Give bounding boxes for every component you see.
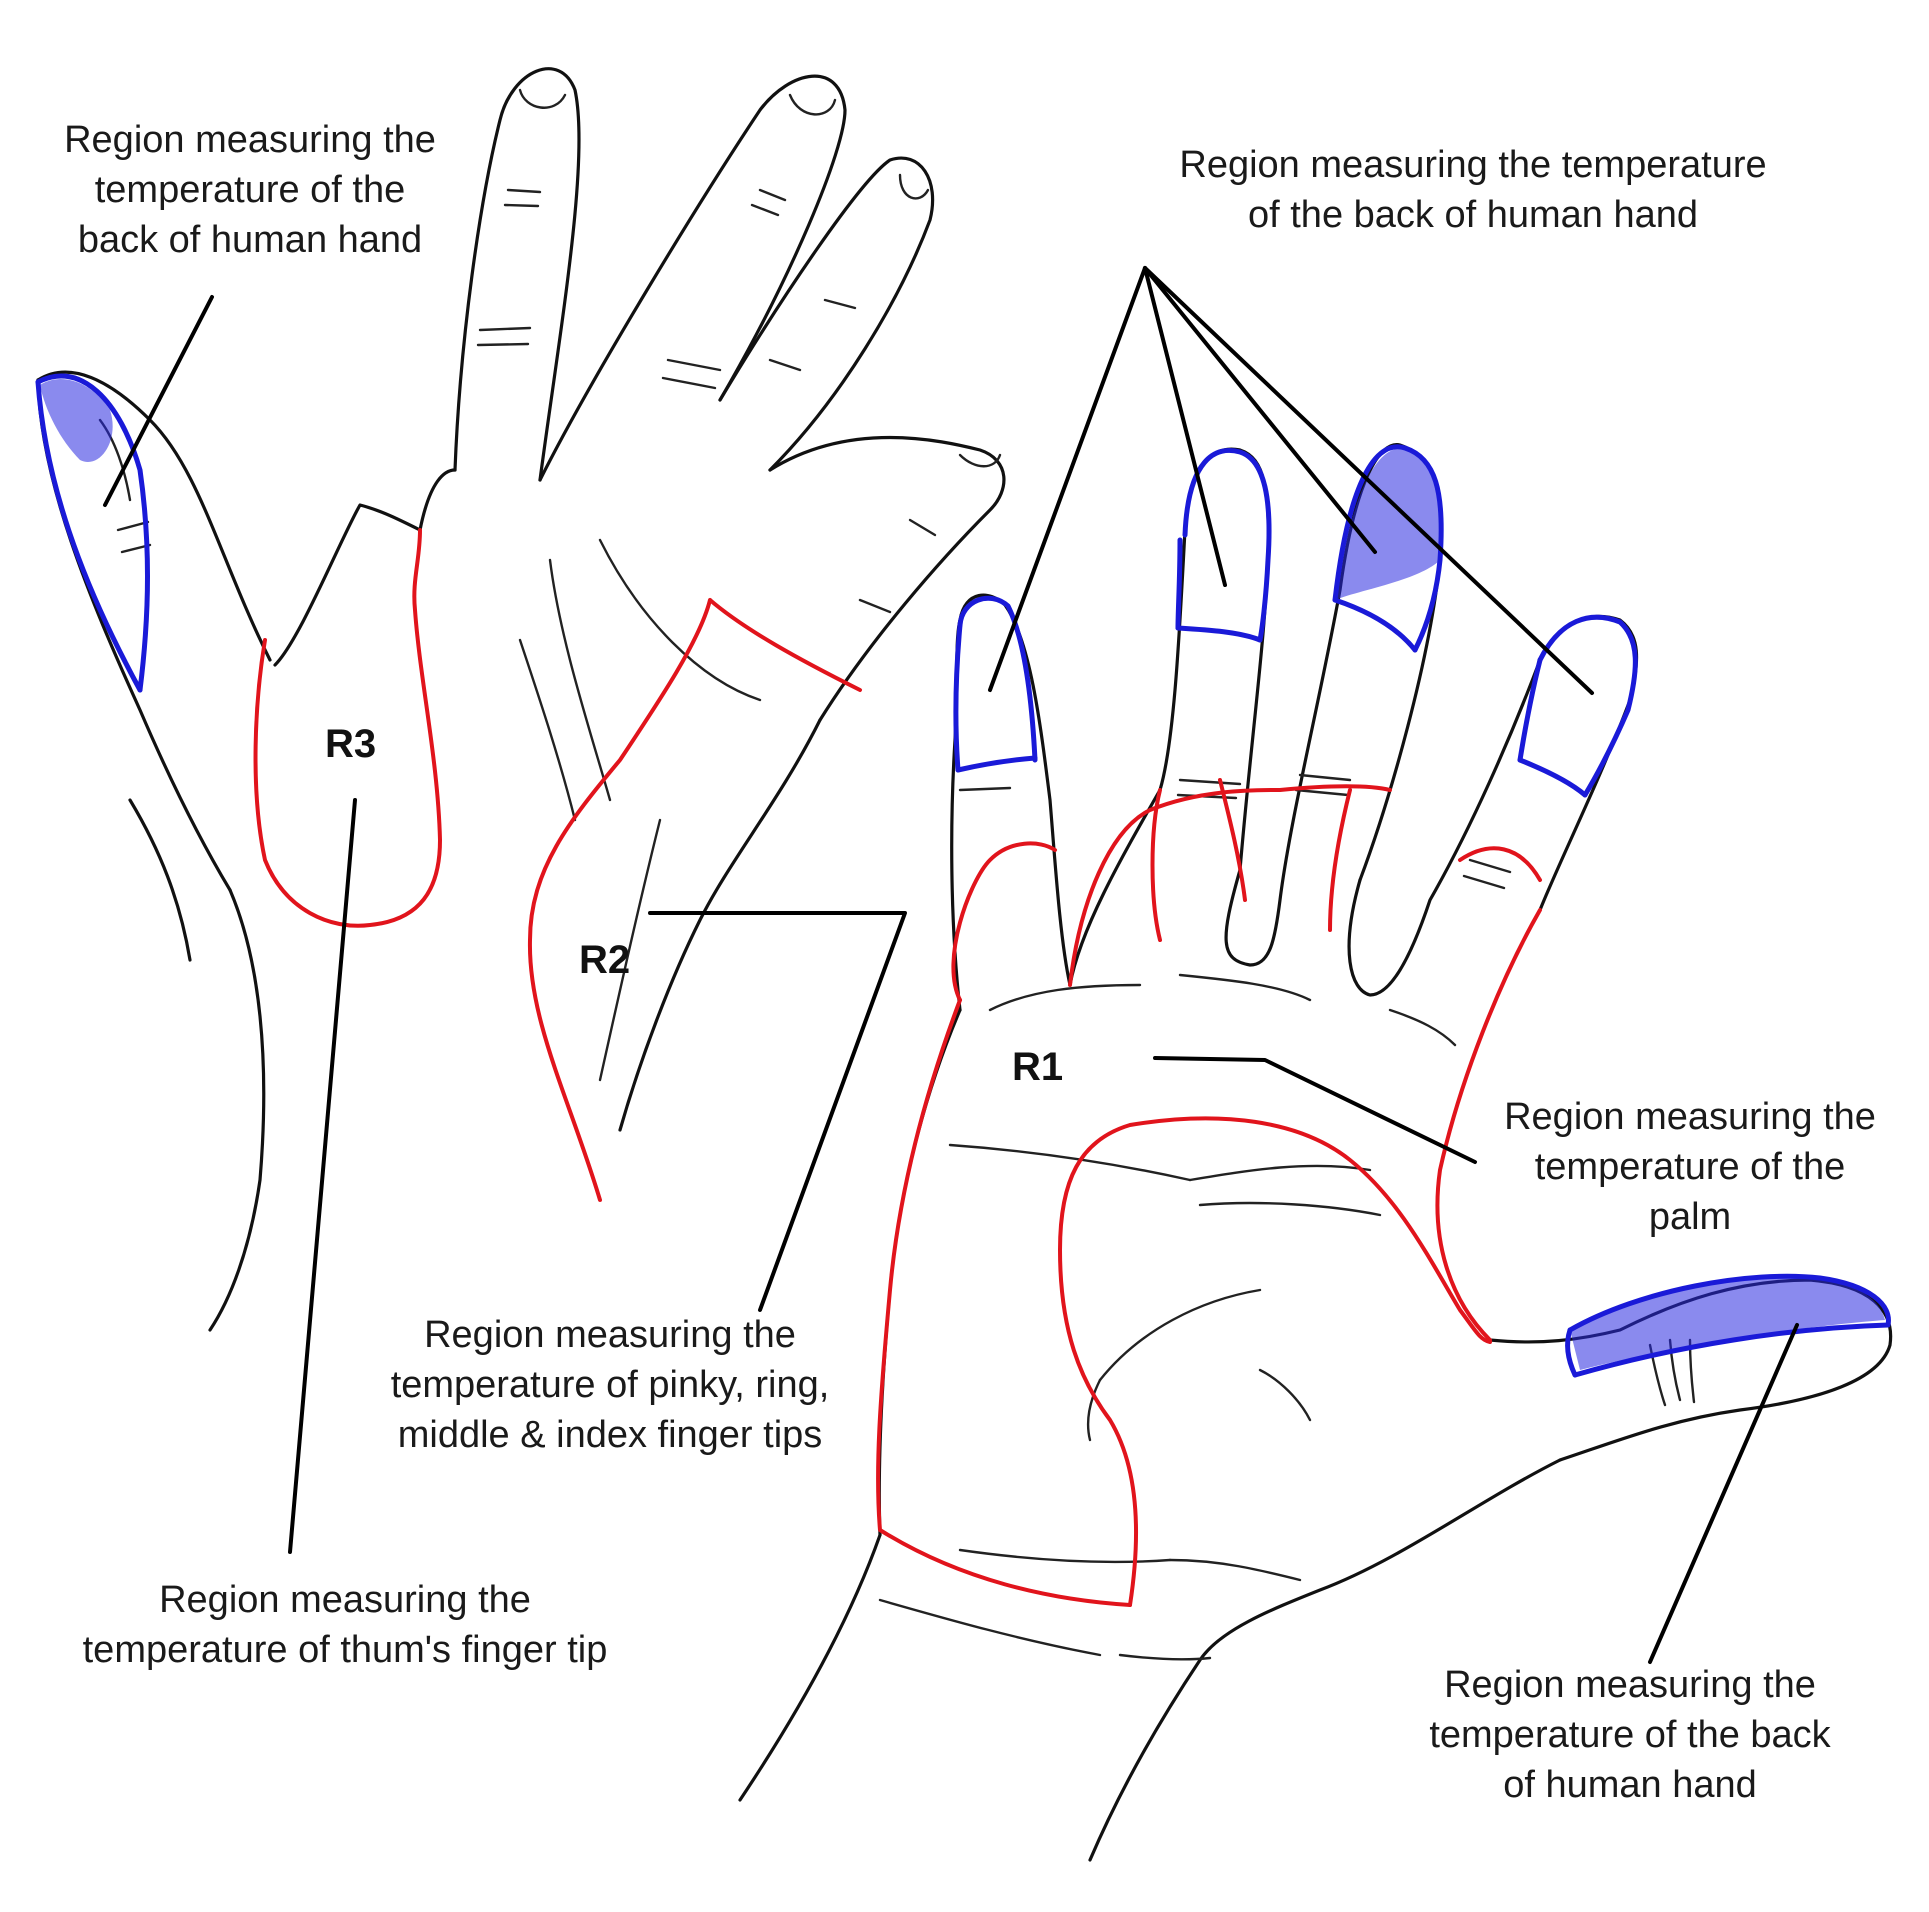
- leader-back-hand-top-right-2: [1143, 266, 1227, 587]
- leader-lines: [103, 266, 1799, 1664]
- label-palm: Region measuring the temperature of the …: [1504, 1096, 1876, 1238]
- r3-red-region: [253, 528, 442, 928]
- leader-back-hand-top-right-1: [988, 266, 1147, 692]
- leader-back-hand-top-left: [103, 295, 214, 507]
- leader-back-hand-top-right-3: [1143, 266, 1377, 554]
- leader-thumb-tip: [288, 798, 357, 1554]
- leader-palm: [1153, 1056, 1477, 1164]
- left-hand-outline: [36, 67, 1006, 1332]
- leader-finger-tips: [648, 911, 907, 1312]
- r2-tag: R2: [579, 938, 631, 982]
- leader-back-hand-top-right-4: [1143, 266, 1594, 695]
- left-thumb-blue-region: [35, 373, 150, 693]
- label-finger-tips: Region measuring the temperature of pink…: [390, 1314, 830, 1456]
- r2-red-region: [527, 598, 862, 1202]
- r1-tag: R1: [1012, 1045, 1064, 1089]
- label-thumb-tip: Region measuring the temperature of thum…: [82, 1579, 608, 1671]
- label-back-hand-top-left: Region measuring the temperature of the …: [64, 119, 436, 261]
- right-finger-tips-blue-regions: [953, 444, 1638, 798]
- right-thumb-blue-region: [1565, 1273, 1891, 1378]
- label-back-hand-bottom-right: Region measuring the temperature of the …: [1429, 1664, 1831, 1806]
- leader-back-hand-bottom-right: [1648, 1323, 1799, 1664]
- label-back-hand-top-right: Region measuring the temperature of the …: [1179, 144, 1767, 236]
- r3-tag: R3: [325, 722, 377, 766]
- r1-red-region: [876, 778, 1542, 1607]
